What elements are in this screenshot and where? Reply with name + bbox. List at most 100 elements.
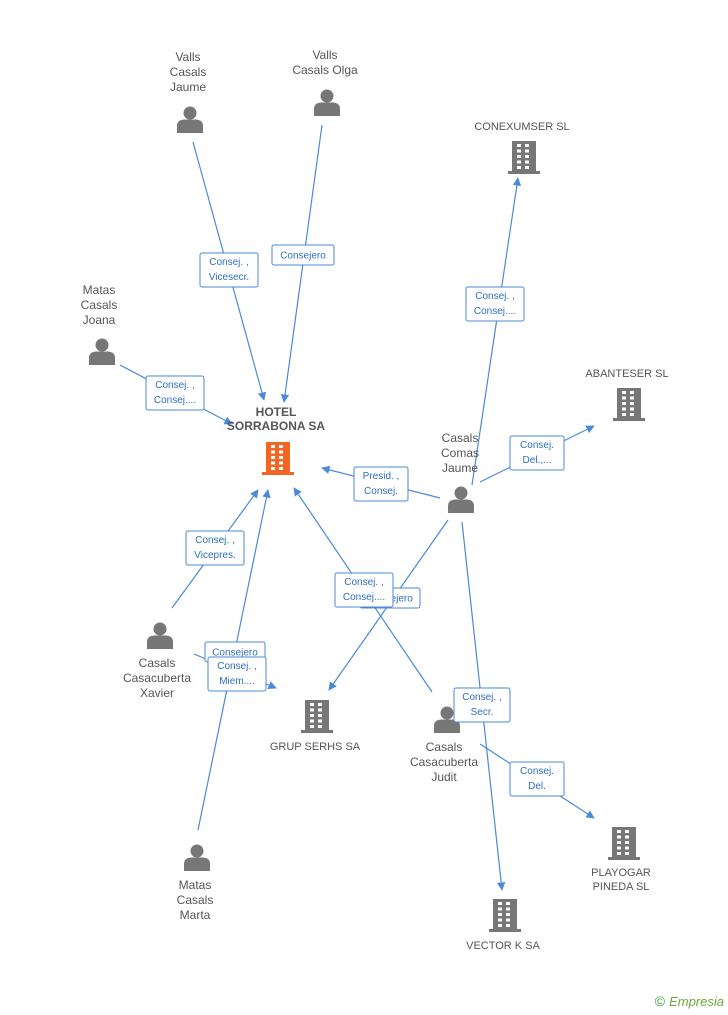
node-abanteser[interactable]: ABANTESER SL [585,368,669,421]
building-icon [489,899,521,932]
building-window [617,835,621,839]
node-label: Casals [81,298,118,312]
node-label: HOTEL [256,405,297,419]
building-window [517,149,521,153]
building-window [506,902,510,905]
edge-label-text: Consejero [212,648,258,659]
edge-label-text: Consej. , [475,291,514,302]
person-icon [177,106,203,133]
node-label: Casals [139,656,176,670]
building-window [506,924,510,927]
edge-label-text: Consej. [364,486,398,497]
building-windows [622,391,634,416]
edge-label-box[interactable]: Consej. ,Consej.... [145,375,205,411]
person-icon [314,89,340,116]
edge-label-text: Consej. , [344,577,383,588]
edge-label-text: Miem.... [219,676,255,687]
building-window [622,413,626,416]
edge-label-box[interactable]: Consejero [271,244,335,266]
building-window [617,841,621,844]
edge-label-text: Consej.... [474,306,516,317]
edge-label-frame [271,244,335,266]
node-label: Casacuberta [123,671,191,685]
building-window [630,396,634,400]
node-label: SORRABONA SA [227,419,326,433]
edge-label-text: Consej. , [462,692,501,703]
node-label: Casacuberta [410,755,478,769]
node-label: Casals [442,431,479,445]
node-label: Matas [83,283,116,297]
node-label: GRUP SERHS SA [270,741,361,753]
edge-label-box[interactable]: Consej. ,Vicesecr. [199,252,259,288]
building-window [517,166,521,169]
footer-brand[interactable]: ©Empresia [655,993,724,1009]
node-label: Casals [170,65,207,79]
building-window [525,149,529,153]
node-label: Judit [431,770,457,784]
edge-label-frame [145,375,205,411]
building-icon [608,827,640,860]
edge-label-box[interactable]: Consej.Del. [509,761,565,797]
building-window [617,830,621,833]
building-window [271,461,275,465]
edge-label-frame [185,530,245,566]
edge-label-box[interactable]: Consej. ,Secr. [453,687,511,723]
building-window [310,703,314,706]
building-windows [271,445,283,470]
building-window [506,913,510,916]
edge-label-frame [334,572,394,608]
edge-label-box[interactable]: Consej.Del.,... [509,435,565,471]
node-label: Jaume [170,80,206,94]
building-icon [262,442,294,475]
building-window [271,450,275,454]
building-window [630,402,634,405]
building-window [279,445,283,448]
building-window [498,902,502,905]
node-label: PLAYOGAR [591,867,651,879]
building-window [498,913,502,916]
edge-label-box[interactable]: Consej. ,Miem.... [207,656,267,692]
building-window [525,166,529,169]
building-window [625,841,629,844]
node-label: Casals [177,893,214,907]
building-window [625,852,629,855]
building-windows [617,830,629,855]
edge-label-box[interactable]: Consej. ,Consej.... [334,572,394,608]
node-grup_serhs[interactable]: GRUP SERHS SA [270,700,361,753]
building-window [318,719,322,723]
person-icon [147,622,173,649]
building-window [498,907,502,911]
edge-label-box[interactable]: Presid. ,Consej. [353,466,409,502]
edge-label-frame [207,656,267,692]
building-window [630,407,634,411]
building-window [279,456,283,459]
building-window [279,461,283,465]
building-window [310,714,314,717]
node-label: Valls [312,48,337,62]
node-label: Comas [441,446,479,460]
building-window [617,852,621,855]
building-window [318,725,322,728]
building-window [525,160,529,164]
edge-label-box[interactable]: Consej. ,Vicepres. [185,530,245,566]
node-label: Xavier [140,686,174,700]
node-label: Casals Olga [292,63,358,77]
node-label: VECTOR K SA [466,940,540,952]
edge-label-box[interactable]: Consej. , Consej.... [465,286,525,322]
node-conexumser[interactable]: CONEXUMSER SL [474,121,570,174]
building-window [525,155,529,158]
edge-label-text: Del.,... [523,455,552,466]
node-vector_k[interactable]: VECTOR K SA [466,899,541,952]
person-icon [89,338,115,365]
